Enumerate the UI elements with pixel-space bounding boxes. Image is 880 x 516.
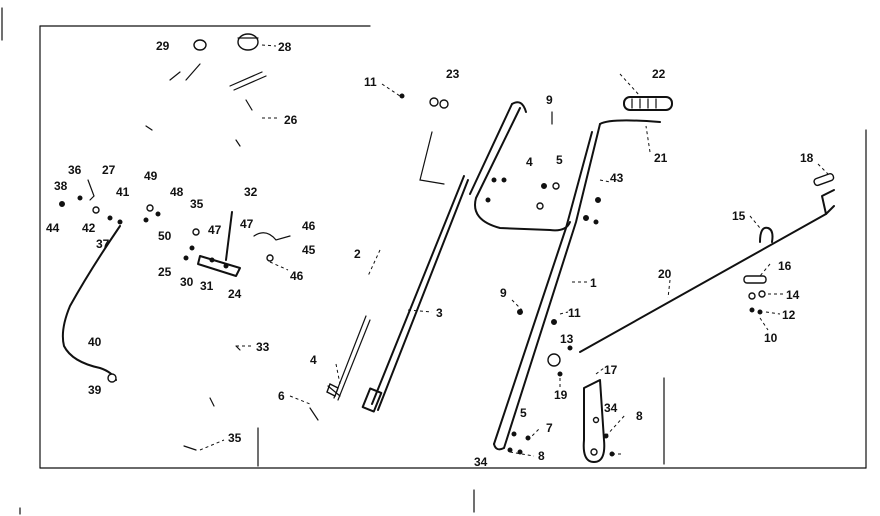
callout-28: 28	[278, 40, 292, 54]
callout-37: 37	[96, 237, 110, 251]
callout-3: 3	[436, 306, 443, 320]
callout-11-lower: 11	[568, 306, 581, 320]
callout-34-lower: 34	[474, 455, 488, 469]
callout-8-right: 8	[636, 409, 643, 423]
callout-30: 30	[180, 275, 194, 289]
callout-49: 49	[144, 169, 158, 183]
callout-33: 33	[256, 340, 270, 354]
handle-frame	[469, 101, 661, 451]
callout-38: 38	[54, 179, 68, 193]
callout-41: 41	[116, 185, 130, 199]
callout-1: 1	[590, 276, 597, 290]
callout-24: 24	[228, 287, 242, 301]
callout-9: 9	[546, 93, 553, 107]
callout-34-right: 34	[604, 401, 618, 415]
callout-15: 15	[732, 209, 746, 223]
callout-36: 36	[68, 163, 82, 177]
callout-44: 44	[46, 221, 60, 235]
callout-5: 5	[556, 153, 563, 167]
callout-21: 21	[654, 151, 668, 165]
callout-42: 42	[82, 221, 96, 235]
callout-27: 27	[102, 163, 116, 177]
cable	[61, 225, 121, 383]
control-rod	[361, 131, 469, 413]
callout-47-right: 47	[240, 217, 254, 231]
callout-labels: 29 28 11 23 22 9 26 21 4 5 43 18 36 27 4…	[46, 39, 814, 469]
callout-20: 20	[658, 267, 672, 281]
hardware	[59, 93, 835, 457]
callout-29: 29	[156, 39, 170, 53]
callout-35-lower: 35	[228, 431, 242, 445]
callout-13: 13	[560, 332, 574, 346]
leader-lines	[199, 44, 829, 457]
callout-16: 16	[778, 259, 792, 273]
lever-assembly	[197, 211, 291, 277]
callout-43: 43	[610, 171, 624, 185]
callout-23: 23	[446, 67, 460, 81]
handle-grip	[623, 96, 673, 111]
callout-46-upper: 46	[302, 219, 316, 233]
callout-45: 45	[302, 243, 316, 257]
callout-17: 17	[604, 363, 618, 377]
callout-40: 40	[88, 335, 102, 349]
callout-12: 12	[782, 308, 796, 322]
callout-25: 25	[158, 265, 172, 279]
callout-4-lower: 4	[310, 353, 317, 367]
callout-4: 4	[526, 155, 533, 169]
callout-8-lower: 8	[538, 449, 545, 463]
callout-6: 6	[278, 389, 285, 403]
callout-19: 19	[554, 388, 568, 402]
callout-32: 32	[244, 185, 258, 199]
callout-50: 50	[158, 229, 172, 243]
callout-2: 2	[354, 247, 361, 261]
knob-parts	[145, 33, 267, 147]
callout-7: 7	[546, 421, 553, 435]
callout-46-lower: 46	[290, 269, 304, 283]
callout-14: 14	[786, 288, 800, 302]
callout-11: 11	[364, 75, 377, 89]
callout-47-left: 47	[208, 223, 222, 237]
bracket	[582, 379, 606, 463]
callout-39: 39	[88, 383, 102, 397]
callout-9-lower: 9	[500, 286, 507, 300]
callout-10: 10	[764, 331, 778, 345]
callout-5-lower: 5	[520, 406, 527, 420]
spring-clip	[759, 226, 774, 243]
lower-rod	[326, 315, 371, 401]
callout-31: 31	[200, 279, 214, 293]
long-rod	[579, 189, 835, 353]
callout-26: 26	[284, 113, 298, 127]
frame	[1, 7, 867, 515]
callout-18: 18	[800, 151, 814, 165]
callout-48: 48	[170, 185, 184, 199]
callout-22: 22	[652, 67, 666, 81]
callout-35-upper: 35	[190, 197, 204, 211]
